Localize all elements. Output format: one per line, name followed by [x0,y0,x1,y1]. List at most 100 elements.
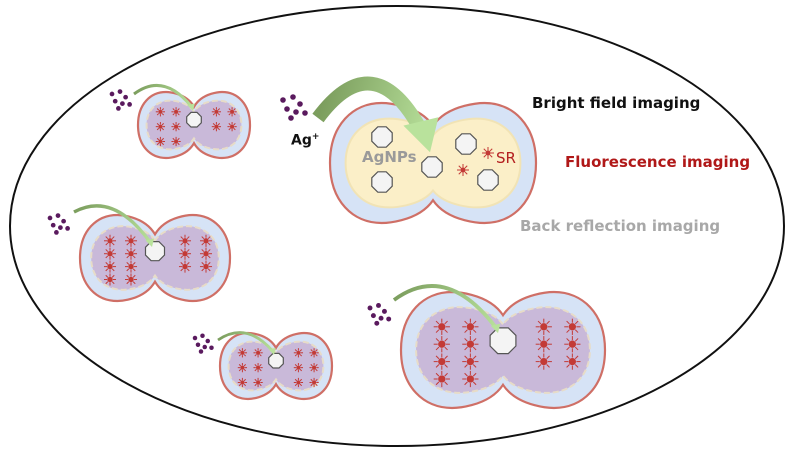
star-marker [309,348,319,358]
star-core [230,109,235,114]
star-ray [126,281,130,285]
star-ray [574,320,579,325]
star-ray [315,383,318,387]
agnp-octagon [421,156,443,178]
star-ray [546,329,550,333]
ion-dot [297,101,303,107]
ion-dot [378,315,384,321]
star-marker [293,377,304,388]
star-ray [177,123,180,126]
star-ray [177,137,180,141]
star-ray [132,249,136,252]
agnp-octagon [371,126,393,148]
star-marker [535,353,552,370]
star-core [174,109,179,114]
star-marker [199,260,213,273]
star-marker [227,122,237,132]
ion-dot [288,115,294,121]
star-ray [464,381,468,386]
star-ray [111,261,115,265]
star-ray [132,261,136,265]
star-core [107,250,113,257]
star-ray [315,378,318,382]
silver-ion-charge: + [311,132,320,142]
star-ray [126,274,130,278]
star-ray [574,338,579,342]
star-ray [105,236,109,240]
star-marker [211,107,222,117]
star-marker [155,107,166,117]
star-ray [299,383,303,387]
star-ray [435,346,440,351]
star-ray [464,364,468,368]
star-core [312,365,317,370]
ion-dot [381,308,387,314]
agnp-octagon [144,241,166,262]
sr-star [482,147,494,159]
star-core [107,276,113,283]
star-ray [472,338,477,342]
star-ray [435,372,440,377]
star-core [128,238,134,244]
star-ray [186,261,190,265]
star-core [214,124,219,129]
arrow-1-head [187,103,195,111]
star-core [174,139,179,144]
star-core [128,263,134,270]
agnp-octagon [489,327,517,355]
star-core [240,365,245,370]
star-ray [294,364,298,367]
star-ray [435,381,440,386]
ion-dot [195,342,201,347]
sr-label: SR [496,149,516,167]
star-ray [299,349,303,352]
star-ray [126,255,130,259]
star-marker [253,377,263,388]
star-ray [294,349,298,352]
agnp-octagon [455,133,477,155]
ion-dot [386,316,392,322]
ion-dot [374,320,380,326]
arrow-4 [217,331,274,352]
star-ray [126,268,130,272]
star-ray [111,255,115,259]
star-ray [105,281,109,285]
star-marker [178,234,192,247]
star-ray [315,354,318,357]
ion-cluster-4 [192,333,214,354]
star-ray [483,154,487,158]
star-marker [564,318,581,335]
star-marker [237,348,248,358]
star-ray [566,364,570,368]
ion-dot [54,230,59,235]
star-ray [464,329,468,333]
star-ray [228,127,231,131]
star-ray [566,338,570,342]
star-ray [472,372,477,377]
agnp-octagon [186,111,202,128]
star-ray [207,261,211,265]
star-ray [228,108,231,111]
star-core [296,365,301,370]
star-core [128,276,134,283]
star-ray [180,236,184,240]
star-ray [444,364,448,368]
star-ray [186,255,190,259]
ion-cluster-2 [280,94,308,121]
ion-dot [200,333,205,338]
star-ray [172,142,175,146]
arrow-3 [73,204,152,243]
star-ray [180,255,184,259]
star-ray [444,355,448,360]
star-ray [172,113,175,116]
star-ray [444,338,448,342]
ion-dot [47,215,53,221]
ion-dot [55,213,61,218]
star-ray [161,108,165,111]
star-marker [309,377,319,388]
star-marker [171,107,181,117]
star-ray [238,354,242,357]
back-reflection-label: Back reflection imaging [520,217,721,235]
star-ray [233,123,236,126]
star-marker [462,353,479,370]
